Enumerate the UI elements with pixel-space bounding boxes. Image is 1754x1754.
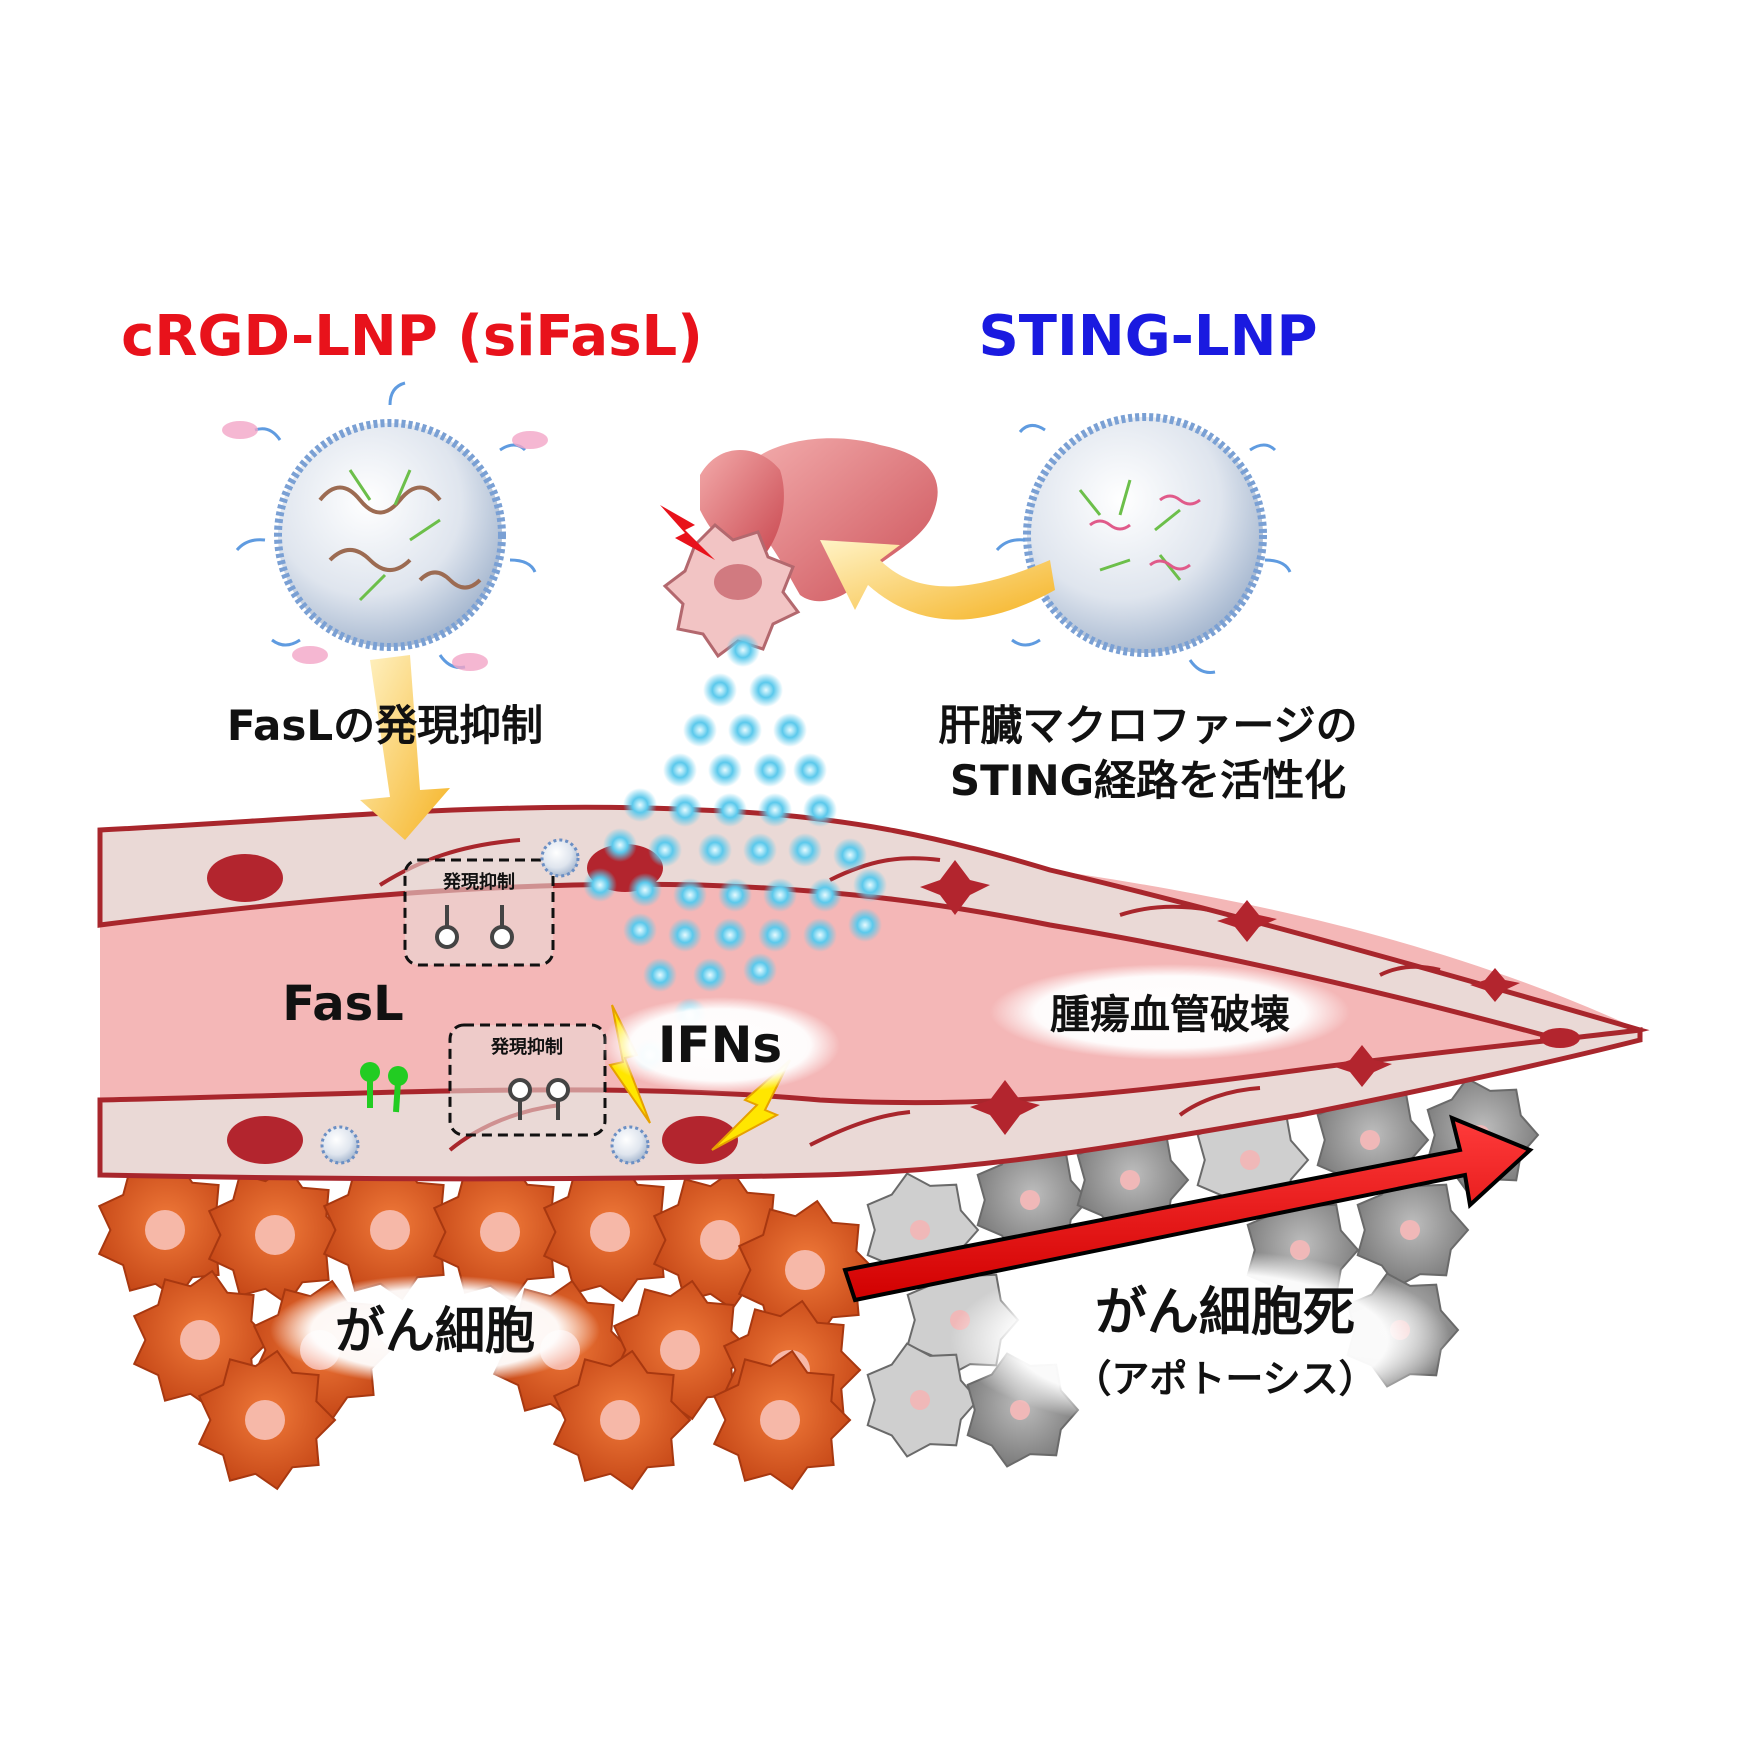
sting-to-liver-arrow bbox=[820, 540, 1055, 620]
ifn-dot bbox=[793, 753, 827, 787]
suppression-box-bottom: 発現抑制 bbox=[448, 1023, 607, 1137]
ifn-dot bbox=[693, 958, 727, 992]
crgd-to-vessel-arrow bbox=[360, 655, 450, 840]
cancer-cells-label: がん細胞 bbox=[335, 1302, 535, 1360]
ifn-dot bbox=[848, 908, 882, 942]
ifn-dot bbox=[648, 833, 682, 867]
dead-cell bbox=[1356, 1172, 1470, 1288]
vessel-destruction-label: 腫瘍血管破壊 bbox=[1050, 992, 1290, 1038]
ifn-dot bbox=[623, 788, 657, 822]
ifn-dot bbox=[718, 878, 752, 912]
crgd-lnp-particle bbox=[222, 381, 548, 671]
ifn-dot bbox=[808, 878, 842, 912]
ifn-dot bbox=[853, 868, 887, 902]
sting-lnp-particle bbox=[995, 413, 1292, 674]
ifn-dot bbox=[713, 918, 747, 952]
sting-activation-line1: 肝臓マクロファージの bbox=[938, 701, 1357, 750]
cancer-cell bbox=[432, 1161, 572, 1303]
cancer-cell bbox=[552, 1349, 692, 1491]
cancer-cell bbox=[712, 1349, 852, 1491]
fasl-label: FasL bbox=[282, 976, 404, 1032]
cancer-cell bbox=[97, 1159, 237, 1301]
small-lnp-particles bbox=[320, 838, 650, 1165]
suppression-box-top: 発現抑制 bbox=[403, 858, 555, 967]
cancer-cell bbox=[737, 1199, 877, 1341]
ifn-dot bbox=[788, 833, 822, 867]
ifn-dot bbox=[583, 868, 617, 902]
cancer-death-arrow bbox=[842, 1114, 1534, 1303]
fasl-suppression-label: FasLの発現抑制 bbox=[227, 701, 543, 750]
cancer-cell bbox=[207, 1164, 347, 1306]
ifn-dot bbox=[728, 713, 762, 747]
cancer-cell-cluster bbox=[97, 1159, 877, 1491]
ifn-dot bbox=[743, 953, 777, 987]
ifn-dot bbox=[643, 958, 677, 992]
ifn-dot bbox=[603, 828, 637, 862]
ifn-dot bbox=[713, 793, 747, 827]
ifn-dot bbox=[703, 673, 737, 707]
ifn-dot bbox=[668, 918, 702, 952]
apoptosis-label: （アポトーシス） bbox=[1073, 1357, 1376, 1401]
ifn-dot bbox=[803, 918, 837, 952]
ifn-dot bbox=[683, 713, 717, 747]
sting-activation-line2: STING経路を活性化 bbox=[950, 756, 1346, 805]
ifn-dot bbox=[758, 918, 792, 952]
cancer-cell bbox=[322, 1159, 462, 1301]
suppression-box-bottom-label: 発現抑制 bbox=[490, 1036, 563, 1058]
dead-cell bbox=[866, 1342, 980, 1458]
ifn-dot bbox=[833, 838, 867, 872]
ifn-dot bbox=[708, 753, 742, 787]
cancer-cell bbox=[542, 1161, 682, 1303]
suppression-box-top-label: 発現抑制 bbox=[442, 871, 515, 893]
ifn-particles bbox=[583, 633, 887, 1072]
liver-macrophage bbox=[660, 505, 801, 659]
cancer-death-label: がん細胞死 bbox=[1095, 1283, 1355, 1343]
ifn-dot bbox=[753, 753, 787, 787]
ifn-dot bbox=[758, 793, 792, 827]
crgd-lnp-title: cRGD-LNP (siFasL) bbox=[121, 304, 703, 369]
sting-lnp-title: STING-LNP bbox=[978, 304, 1317, 369]
ifn-dot bbox=[803, 793, 837, 827]
ifn-dot bbox=[763, 878, 797, 912]
ifn-dot bbox=[743, 833, 777, 867]
ifn-dot bbox=[663, 753, 697, 787]
cancer-cell bbox=[197, 1349, 337, 1491]
ifn-dot bbox=[726, 633, 760, 667]
fasl-receptors bbox=[360, 1062, 408, 1113]
ifn-dot bbox=[749, 673, 783, 707]
ifn-dot bbox=[673, 878, 707, 912]
ifns-label: IFNs bbox=[658, 1016, 782, 1074]
ifn-dot bbox=[773, 713, 807, 747]
ifn-dot bbox=[698, 833, 732, 867]
ifn-dot bbox=[628, 873, 662, 907]
ifn-dot bbox=[623, 913, 657, 947]
ifn-dot bbox=[668, 793, 702, 827]
